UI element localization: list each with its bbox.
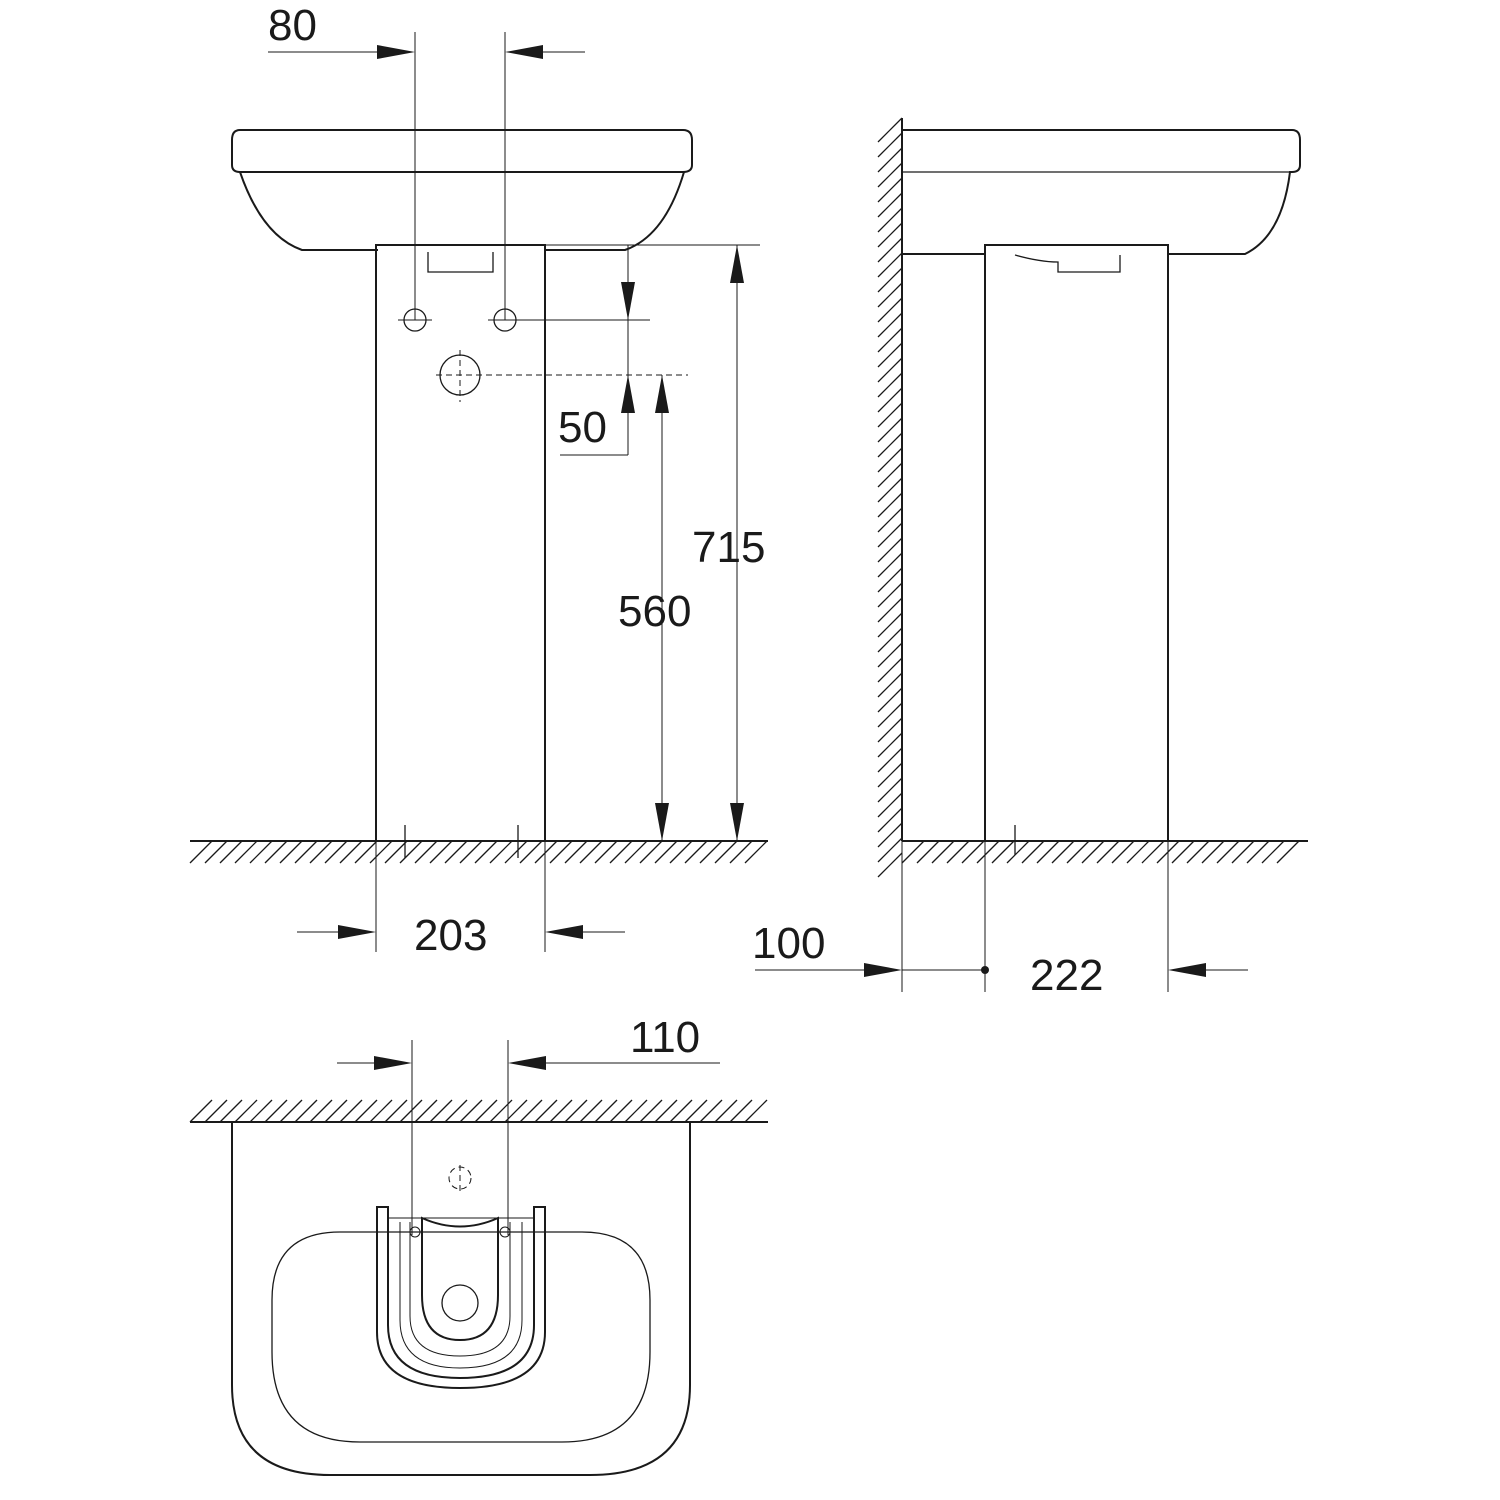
front-view: 80 50 560 715 [189,1,768,960]
dim-label-222: 222 [1030,951,1103,1000]
dim-label-100: 100 [752,919,825,968]
dim-110: 110 [337,1013,720,1235]
plan-view: 110 [189,1013,768,1476]
side-pedestal [984,244,1169,842]
dim-label-110: 110 [630,1013,700,1062]
dim-715: 715 [692,245,765,841]
plan-waste-outlet [441,1284,479,1322]
dim-203: 203 [297,841,625,960]
dim-label-80: 80 [268,1,317,50]
waste-outlet [436,350,688,402]
dim-label-50: 50 [558,403,607,452]
side-view: 100 222 [752,117,1308,1000]
front-floor-hatch [189,840,768,864]
plan-basin-outline [231,1122,691,1476]
side-basin-profile [902,129,1301,255]
front-pedestal-slot [427,252,494,273]
dim-100-222: 100 222 [752,841,1248,1000]
front-pedestal [375,244,546,842]
dim-560: 560 [618,375,691,841]
side-wall-hatch [877,117,903,878]
plan-pedestal-outline [376,1206,546,1390]
dim-label-203: 203 [414,911,487,960]
front-basin-bowl [239,171,685,251]
side-trap [1014,254,1121,273]
plan-pedestal-inner [421,1216,499,1342]
plan-basin-bowl [271,1231,651,1443]
plan-wall-hatch [189,1099,768,1123]
dim-80: 80 [268,1,585,320]
tap-hole-right [488,308,650,332]
dim-label-560: 560 [618,587,691,636]
side-floor-hatch [901,840,1300,864]
dim-label-715: 715 [692,523,765,572]
dim-50: 50 [545,244,760,456]
front-basin-rim [231,129,693,173]
